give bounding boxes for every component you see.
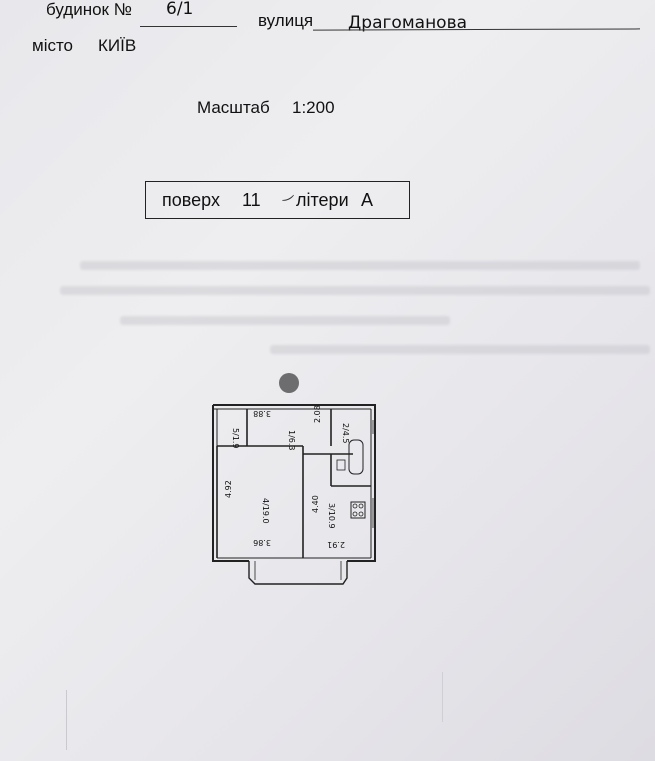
fold-mark	[442, 672, 443, 722]
letter-label: літери	[296, 190, 349, 210]
city-name: КИЇВ	[98, 36, 137, 55]
street-underline	[312, 28, 641, 31]
building-number: 6/1	[166, 0, 194, 19]
street-name: Драгоманова	[348, 13, 468, 33]
pen-mark: ‿	[276, 182, 294, 202]
dim-room-depth: 4.92	[224, 480, 233, 498]
room-1-label: 1/6.3	[287, 430, 296, 451]
letter-value: А	[361, 190, 374, 210]
room-2-label: 2/4.5	[341, 423, 350, 444]
dim-corridor-depth: 2.08	[313, 405, 322, 423]
floor-plan: 5/1.9 1/6.3 2/4.5 4/19.0 3/10.9 3.88 2.0…	[212, 373, 376, 585]
scale-value: 1:200	[292, 98, 335, 117]
building-underline	[140, 26, 237, 27]
dim-kitchen-depth: 4.40	[311, 495, 320, 513]
room-5-label: 5/1.9	[231, 428, 240, 449]
room-4-label: 4/19.0	[261, 498, 270, 524]
dim-top-hall: 3.88	[253, 409, 271, 418]
floor-number: 11	[242, 190, 261, 210]
room-3-label: 3/10.9	[327, 503, 336, 529]
scale-label: Масштаб	[197, 98, 270, 117]
floor-box: поверх 11 ‿ літери А	[145, 181, 410, 219]
dim-room-width: 3.86	[253, 538, 271, 547]
floor-label: поверх	[162, 190, 220, 210]
fold-mark	[66, 690, 67, 750]
city-label: місто	[32, 36, 74, 55]
dim-kitchen-width: 2.91	[327, 540, 345, 549]
stamp-dot	[279, 373, 299, 393]
street-label: вулиця	[258, 11, 314, 30]
building-label: будинок №	[46, 0, 132, 19]
